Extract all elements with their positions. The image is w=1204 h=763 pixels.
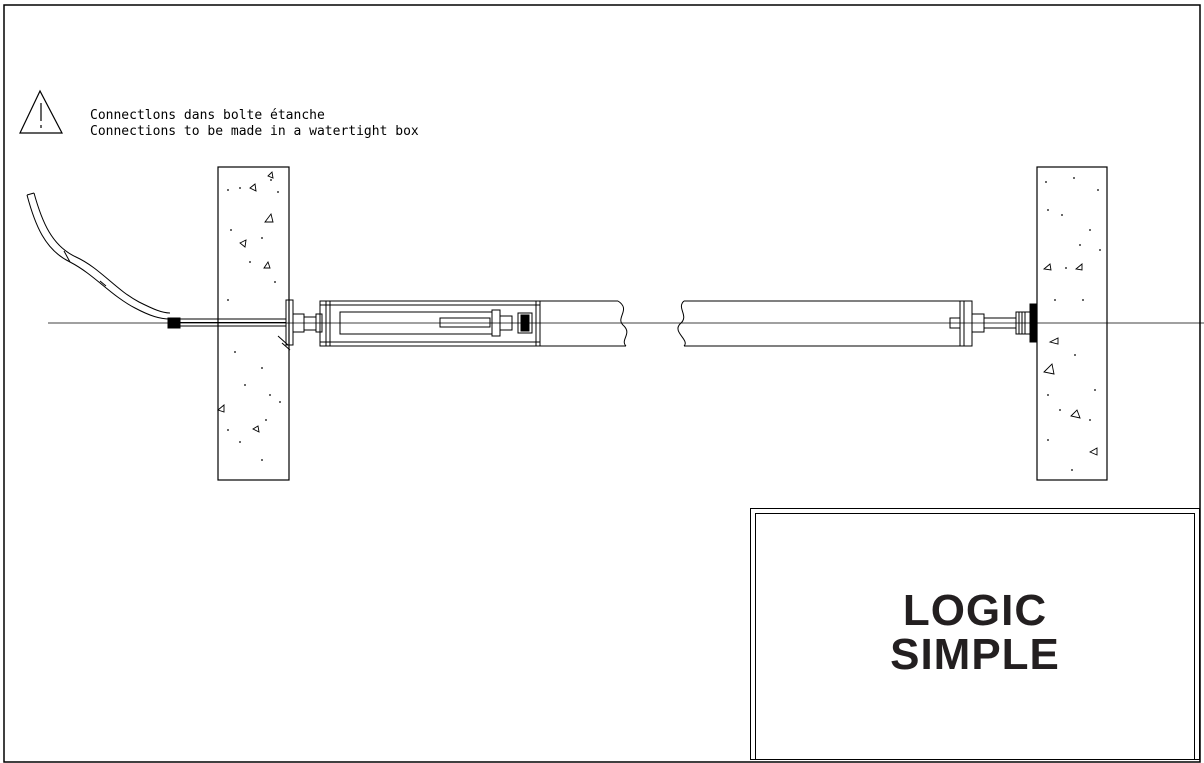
warning-triangle-icon xyxy=(19,89,63,134)
note-line-en: Connections to be made in a watertight b… xyxy=(90,124,419,139)
roller-tube-right xyxy=(677,300,973,347)
right-concrete-wall xyxy=(1036,166,1108,481)
note-line-fr: Connectlons dans bolte étanche xyxy=(90,108,325,123)
title-block: LOGIC SIMPLE xyxy=(750,508,1200,760)
roller-tube-left xyxy=(540,300,628,347)
right-end-cap xyxy=(949,303,1037,343)
product-name-line2: SIMPLE xyxy=(890,629,1060,679)
left-bracket xyxy=(277,299,323,351)
left-concrete-wall xyxy=(217,166,290,481)
flexible-cable xyxy=(26,192,287,329)
product-name-line1: LOGIC xyxy=(902,585,1048,635)
title-block-inner: LOGIC SIMPLE xyxy=(755,513,1195,759)
motor-tube xyxy=(319,300,541,347)
sheet-border xyxy=(3,4,1201,763)
